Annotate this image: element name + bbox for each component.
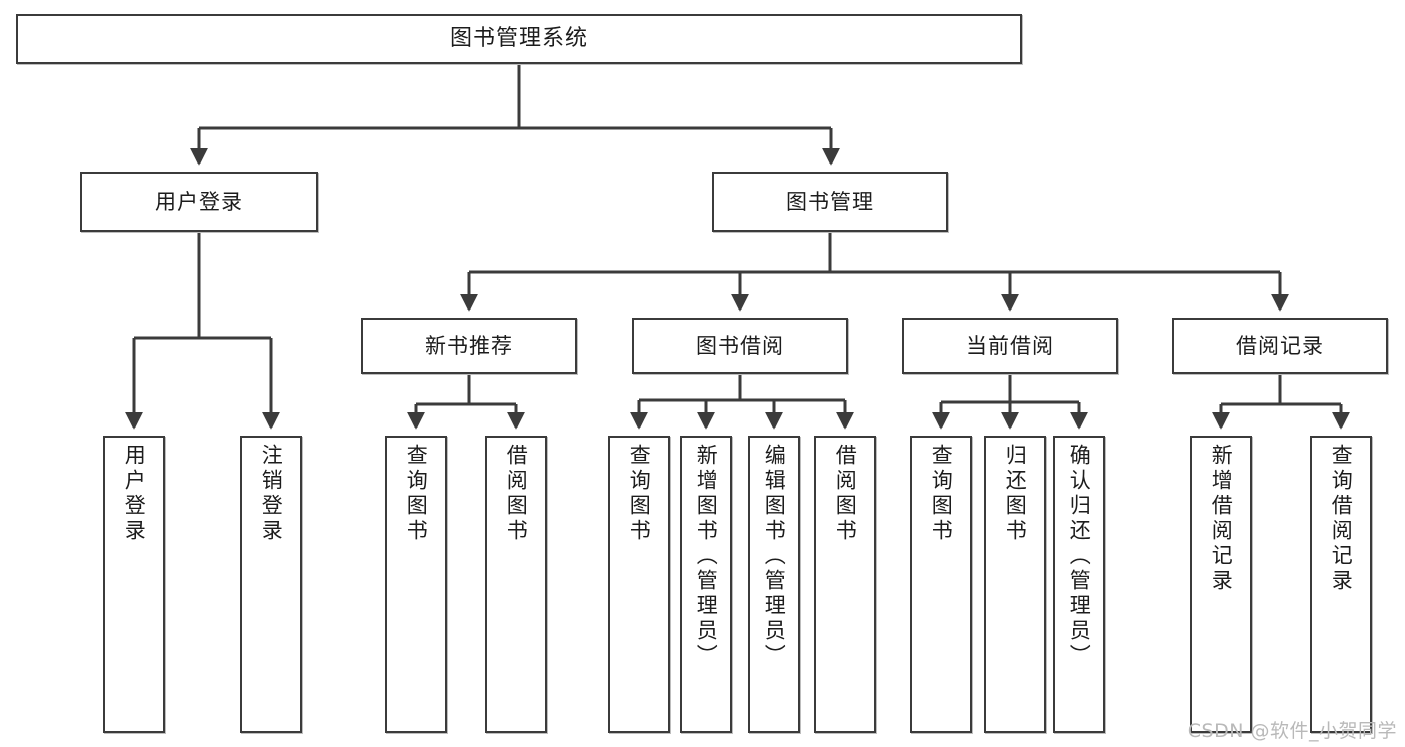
- node-leaf-return-book[interactable]: 归还图书: [984, 436, 1046, 733]
- node-label: 当前借阅: [966, 333, 1054, 358]
- node-label: 借阅图书: [833, 444, 858, 544]
- node-leaf-logout-login[interactable]: 注销登录: [240, 436, 302, 733]
- node-label: 查询借阅记录: [1329, 444, 1354, 594]
- node-leaf-query-book-2[interactable]: 查询图书: [608, 436, 670, 733]
- node-label: 查询图书: [627, 444, 652, 544]
- node-leaf-add-borrow-record[interactable]: 新增借阅记录: [1190, 436, 1252, 733]
- node-leaf-borrow-book-1[interactable]: 借阅图书: [485, 436, 547, 733]
- node-borrow-record[interactable]: 借阅记录: [1172, 318, 1388, 374]
- csdn-watermark: CSDN @软件_小贺同学: [1187, 720, 1397, 742]
- node-leaf-edit-book-admin[interactable]: 编辑图书（管理员）: [748, 436, 800, 733]
- node-label: 借阅图书: [504, 444, 529, 544]
- node-new-book-recommend[interactable]: 新书推荐: [361, 318, 577, 374]
- node-label: 图书管理系统: [449, 26, 588, 52]
- node-leaf-borrow-book-2[interactable]: 借阅图书: [814, 436, 876, 733]
- node-leaf-query-book-3[interactable]: 查询图书: [910, 436, 972, 733]
- node-label: 注销登录: [259, 444, 284, 544]
- node-label: 新增图书（管理员）: [694, 444, 719, 669]
- node-leaf-user-login[interactable]: 用户登录: [103, 436, 165, 733]
- node-label: 借阅记录: [1236, 333, 1324, 358]
- node-label: 归还图书: [1003, 444, 1028, 544]
- node-book-manage[interactable]: 图书管理: [712, 172, 948, 232]
- node-label: 图书管理: [786, 189, 874, 214]
- node-user-login[interactable]: 用户登录: [80, 172, 318, 232]
- node-book-borrow[interactable]: 图书借阅: [632, 318, 848, 374]
- node-current-borrow[interactable]: 当前借阅: [902, 318, 1118, 374]
- node-leaf-query-book-1[interactable]: 查询图书: [385, 436, 447, 733]
- node-label: 用户登录: [155, 189, 243, 214]
- node-root-system[interactable]: 图书管理系统: [16, 14, 1022, 64]
- node-label: 图书借阅: [696, 333, 784, 358]
- node-leaf-query-borrow-record[interactable]: 查询借阅记录: [1310, 436, 1372, 733]
- node-label: 用户登录: [122, 444, 147, 544]
- node-leaf-confirm-return-admin[interactable]: 确认归还（管理员）: [1053, 436, 1105, 733]
- node-label: 编辑图书（管理员）: [762, 444, 787, 669]
- node-label: 新增借阅记录: [1209, 444, 1234, 594]
- node-label: 确认归还（管理员）: [1067, 444, 1092, 669]
- node-label: 新书推荐: [425, 333, 513, 358]
- node-leaf-add-book-admin[interactable]: 新增图书（管理员）: [680, 436, 732, 733]
- node-label: 查询图书: [929, 444, 954, 544]
- node-label: 查询图书: [404, 444, 429, 544]
